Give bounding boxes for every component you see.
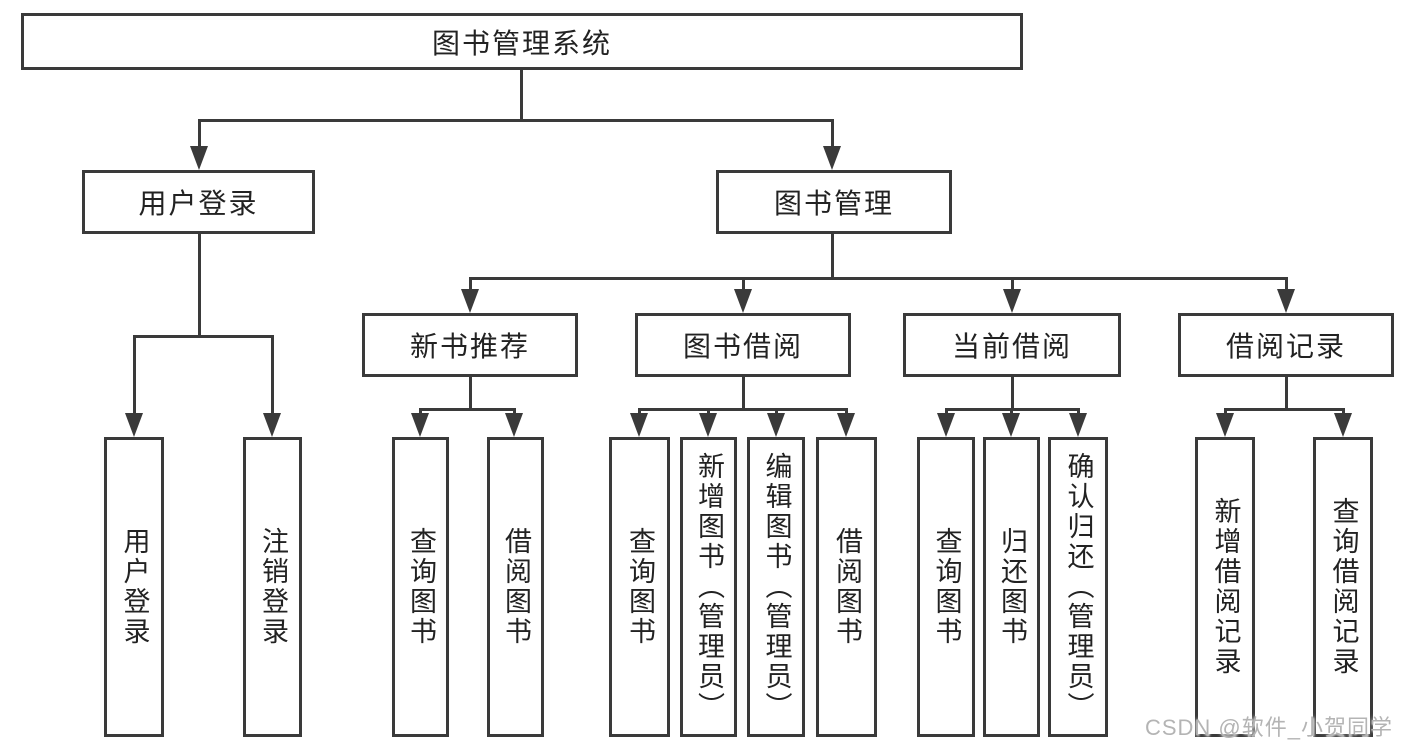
- connector: [831, 234, 834, 280]
- node-user-login-label: 用户登录: [138, 188, 259, 219]
- connector: [1010, 408, 1013, 417]
- connector: [419, 408, 516, 411]
- connector: [469, 277, 472, 293]
- connector: [707, 408, 710, 417]
- arrow-down-icon: [125, 413, 143, 437]
- node-book-management-label: 图书管理: [773, 188, 894, 219]
- connector: [133, 335, 136, 417]
- leaf-cb-return-books-label: 归还图书: [997, 527, 1027, 647]
- node-current-borrowing-label: 当前借阅: [951, 331, 1072, 362]
- connector: [271, 335, 274, 417]
- leaf-nbr-query-books-label: 查询图书: [406, 527, 436, 647]
- leaf-bb-borrow-books-label: 借阅图书: [832, 527, 862, 647]
- connector: [945, 408, 948, 417]
- leaf-nbr-borrow-books: 借阅图书: [487, 437, 544, 737]
- connector: [1011, 277, 1014, 293]
- connector: [133, 335, 274, 338]
- connector: [469, 277, 1287, 280]
- leaf-nbr-query-books: 查询图书: [392, 437, 449, 737]
- leaf-bb-edit-books-admin: 编辑图书（管理员）: [747, 437, 805, 737]
- connector: [1077, 408, 1080, 417]
- arrow-down-icon: [1334, 413, 1352, 437]
- arrow-down-icon: [461, 289, 479, 313]
- arrow-down-icon: [1003, 289, 1021, 313]
- arrow-down-icon: [1002, 413, 1020, 437]
- arrow-down-icon: [1216, 413, 1234, 437]
- leaf-cb-query-books-label: 查询图书: [931, 527, 962, 647]
- connector: [513, 408, 516, 417]
- leaf-cb-confirm-return-admin: 确认归还（管理员）: [1048, 437, 1108, 737]
- arrow-down-icon: [263, 413, 281, 437]
- connector: [1342, 408, 1345, 417]
- leaf-bb-add-books-admin-label: 新增图书（管理员）: [694, 452, 724, 722]
- node-user-login: 用户登录: [82, 170, 315, 234]
- node-book-borrowing-label: 图书借阅: [682, 331, 803, 362]
- leaf-br-query-record-label: 查询借阅记录: [1328, 497, 1359, 677]
- leaf-user-login-label: 用户登录: [119, 527, 150, 647]
- arrow-down-icon: [1069, 413, 1087, 437]
- node-new-book-recommendation-label: 新书推荐: [409, 331, 530, 362]
- connector: [198, 119, 201, 150]
- arrow-down-icon: [734, 289, 752, 313]
- node-root: 图书管理系统: [21, 13, 1023, 70]
- connector: [831, 119, 834, 150]
- connector: [638, 408, 848, 411]
- connector: [1285, 277, 1288, 293]
- arrow-down-icon: [505, 413, 523, 437]
- connector: [775, 408, 778, 417]
- node-book-borrowing: 图书借阅: [635, 313, 851, 377]
- leaf-br-query-record: 查询借阅记录: [1313, 437, 1373, 737]
- node-book-management: 图书管理: [716, 170, 952, 234]
- connector: [419, 408, 422, 417]
- leaf-cb-return-books: 归还图书: [983, 437, 1040, 737]
- leaf-bb-edit-books-admin-label: 编辑图书（管理员）: [761, 452, 792, 722]
- connector: [845, 408, 848, 417]
- leaf-logout: 注销登录: [243, 437, 302, 737]
- connector: [1224, 408, 1344, 411]
- arrow-down-icon: [767, 413, 785, 437]
- arrow-down-icon: [699, 413, 717, 437]
- connector: [520, 70, 523, 122]
- arrow-down-icon: [937, 413, 955, 437]
- leaf-nbr-borrow-books-label: 借阅图书: [501, 527, 531, 647]
- node-borrowing-records: 借阅记录: [1178, 313, 1394, 377]
- connector: [198, 234, 201, 338]
- connector: [742, 377, 745, 411]
- connector: [638, 408, 641, 417]
- leaf-bb-query-books: 查询图书: [609, 437, 670, 737]
- arrow-down-icon: [823, 146, 841, 170]
- arrow-down-icon: [630, 413, 648, 437]
- leaf-bb-borrow-books: 借阅图书: [816, 437, 877, 737]
- connector: [198, 119, 834, 122]
- leaf-br-add-record-label: 新增借阅记录: [1210, 497, 1241, 677]
- leaf-br-add-record: 新增借阅记录: [1195, 437, 1255, 737]
- leaf-logout-label: 注销登录: [258, 527, 288, 647]
- node-current-borrowing: 当前借阅: [903, 313, 1121, 377]
- connector: [1285, 377, 1288, 411]
- node-new-book-recommendation: 新书推荐: [362, 313, 578, 377]
- leaf-cb-query-books: 查询图书: [917, 437, 975, 737]
- connector: [1011, 377, 1014, 411]
- connector: [469, 377, 472, 411]
- arrow-down-icon: [411, 413, 429, 437]
- node-root-label: 图书管理系统: [431, 27, 612, 59]
- arrow-down-icon: [837, 413, 855, 437]
- leaf-bb-add-books-admin: 新增图书（管理员）: [680, 437, 737, 737]
- arrow-down-icon: [1277, 289, 1295, 313]
- leaf-user-login: 用户登录: [104, 437, 164, 737]
- connector: [1224, 408, 1227, 417]
- leaf-bb-query-books-label: 查询图书: [625, 527, 655, 647]
- arrow-down-icon: [190, 146, 208, 170]
- connector: [742, 277, 745, 293]
- leaf-cb-confirm-return-admin-label: 确认归还（管理员）: [1063, 452, 1094, 722]
- csdn-watermark: CSDN @软件_小贺同学: [1144, 715, 1393, 740]
- node-borrowing-records-label: 借阅记录: [1225, 331, 1346, 362]
